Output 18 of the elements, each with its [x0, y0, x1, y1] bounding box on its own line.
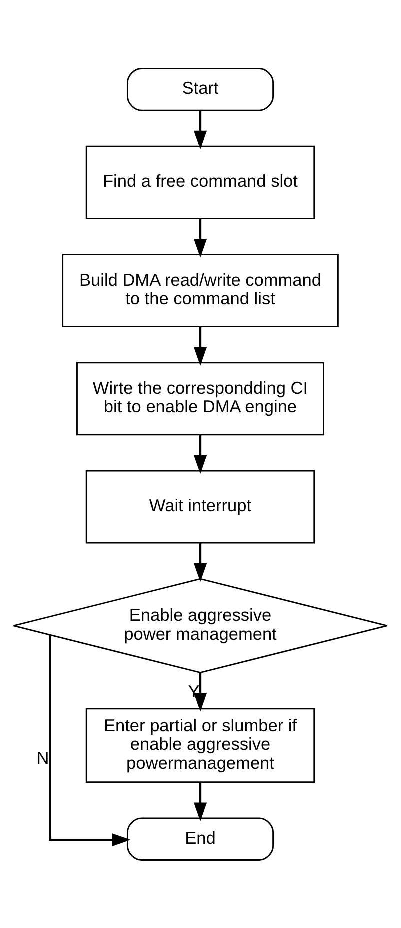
node-box: End [126, 817, 274, 860]
arrow [194, 218, 208, 258]
arrow [194, 542, 208, 582]
edge-label: N [36, 748, 50, 768]
arrow [194, 672, 208, 712]
node-box: Find a free command slot [86, 145, 316, 219]
arrow [49, 634, 131, 846]
node-box: Enter partial or slumber if enable aggressive powermanagement [86, 708, 316, 783]
arrow [194, 435, 208, 474]
node-diamond: Enable aggressive power management [13, 578, 388, 674]
arrow [194, 326, 208, 366]
node-box: Start [126, 68, 274, 111]
edge-label: Y [188, 681, 200, 702]
node-box: Wirte the correspondding CI bit to enable DMA engine [76, 362, 324, 436]
arrow [194, 782, 208, 821]
node-box: Wait interrupt [86, 470, 316, 544]
node-box: Build DMA read/write command to the command list [62, 254, 339, 328]
arrow [194, 110, 208, 150]
